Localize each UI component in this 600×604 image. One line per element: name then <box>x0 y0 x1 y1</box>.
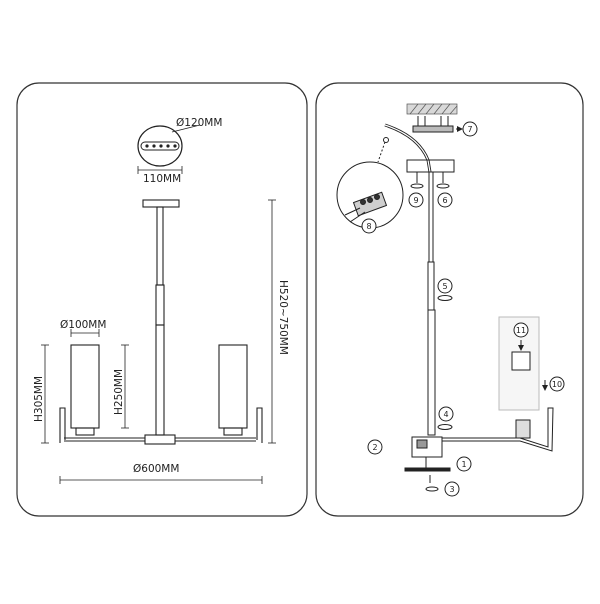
step-9-badge: 9 <box>408 192 424 208</box>
height-range-dimension <box>268 199 276 444</box>
svg-text:4: 4 <box>443 410 448 419</box>
hub-and-arm <box>404 407 554 492</box>
right-socket <box>223 427 243 436</box>
step-2-badge: 2 <box>367 439 383 455</box>
step-badges: 1 2 3 4 5 6 7 8 9 10 11 <box>361 121 565 497</box>
middle-rod <box>155 284 165 326</box>
shade-height-label: H250MM <box>113 369 125 415</box>
step-7-badge: 7 <box>462 121 478 137</box>
svg-text:3: 3 <box>449 485 454 494</box>
left-arm <box>64 437 145 442</box>
assembly-panel-frame <box>315 82 584 517</box>
total-diameter-label: Ø600MM <box>133 463 179 475</box>
svg-text:10: 10 <box>552 380 562 389</box>
step-8-badge: 8 <box>361 218 377 234</box>
svg-text:9: 9 <box>413 196 418 205</box>
canopy-diameter-label: Ø120MM <box>176 117 222 129</box>
height-range-label: H520~750MM <box>277 280 289 355</box>
center-hub <box>144 434 176 445</box>
right-arm <box>175 437 256 442</box>
upper-rod <box>156 206 164 286</box>
terminal-detail <box>336 137 404 229</box>
dimensions-panel: Ø120MM 110MM H520~750MM <box>16 82 308 517</box>
chandelier-front-view <box>59 199 263 445</box>
svg-text:11: 11 <box>516 326 526 335</box>
assembly-panel: 1 2 3 4 5 6 7 8 9 10 11 <box>315 82 584 517</box>
shade-height-dimension <box>121 344 129 429</box>
ceiling-canopy <box>142 199 180 208</box>
left-socket <box>75 427 95 436</box>
ceiling <box>406 103 458 115</box>
dimensions-panel-frame <box>16 82 308 517</box>
svg-text:7: 7 <box>467 125 472 134</box>
svg-text:8: 8 <box>366 222 371 231</box>
rod-assembly <box>427 171 453 436</box>
mounting-plate <box>412 116 463 133</box>
step-5-badge: 5 <box>437 278 453 294</box>
arm-height-label: H305MM <box>33 376 45 422</box>
shade-diameter-label: Ø100MM <box>60 319 106 331</box>
step-4-badge: 4 <box>438 406 454 422</box>
canopy-screws <box>410 172 450 189</box>
step-1-badge: 1 <box>456 456 472 472</box>
total-diameter-dimension <box>59 476 263 484</box>
svg-text:6: 6 <box>442 196 447 205</box>
right-shade <box>218 344 248 429</box>
step-6-badge: 6 <box>437 192 453 208</box>
lower-rod <box>155 324 165 436</box>
arm-height-dimension <box>41 344 49 444</box>
shade-diameter-dimension <box>70 329 100 337</box>
canopy-width-label: 110MM <box>143 173 181 185</box>
step-11-badge: 11 <box>513 322 529 338</box>
canopy-top-view <box>137 124 201 174</box>
svg-text:1: 1 <box>461 460 466 469</box>
svg-text:2: 2 <box>372 443 377 452</box>
svg-text:5: 5 <box>442 282 447 291</box>
left-shade <box>70 344 100 429</box>
right-arm-up <box>256 407 263 443</box>
step-3-badge: 3 <box>444 481 460 497</box>
left-arm-up <box>59 407 66 443</box>
step-10-badge: 10 <box>549 376 565 392</box>
